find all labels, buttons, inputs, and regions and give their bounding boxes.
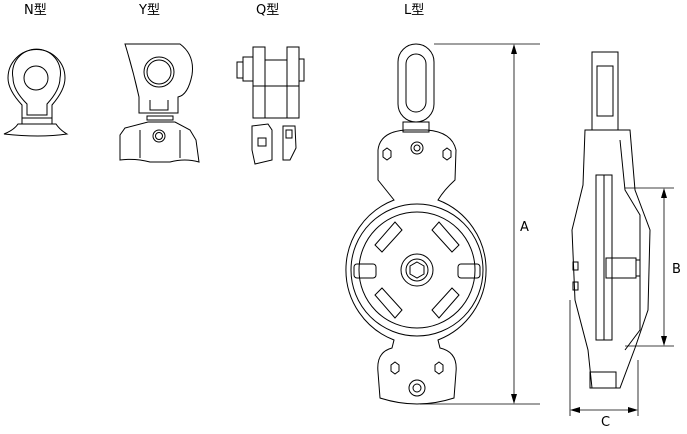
l-type-pulley-side-view [571,51,651,389]
dimension-c [569,300,639,416]
label-l-type: L型 [404,3,425,18]
dimension-a [420,43,540,405]
q-type-hook-drawing [236,46,305,165]
y-type-hook-drawing [119,43,200,163]
l-type-pulley-front-view [345,43,487,405]
dimension-c-label: C [601,415,611,430]
n-type-hook-drawing [3,48,69,137]
label-n-type: N型 [24,3,47,18]
label-q-type: Q型 [256,3,280,18]
dimension-b-label: B [672,262,681,277]
label-y-type: Y型 [139,3,160,18]
dimension-a-label: A [520,220,529,235]
dimension-b [625,187,674,347]
